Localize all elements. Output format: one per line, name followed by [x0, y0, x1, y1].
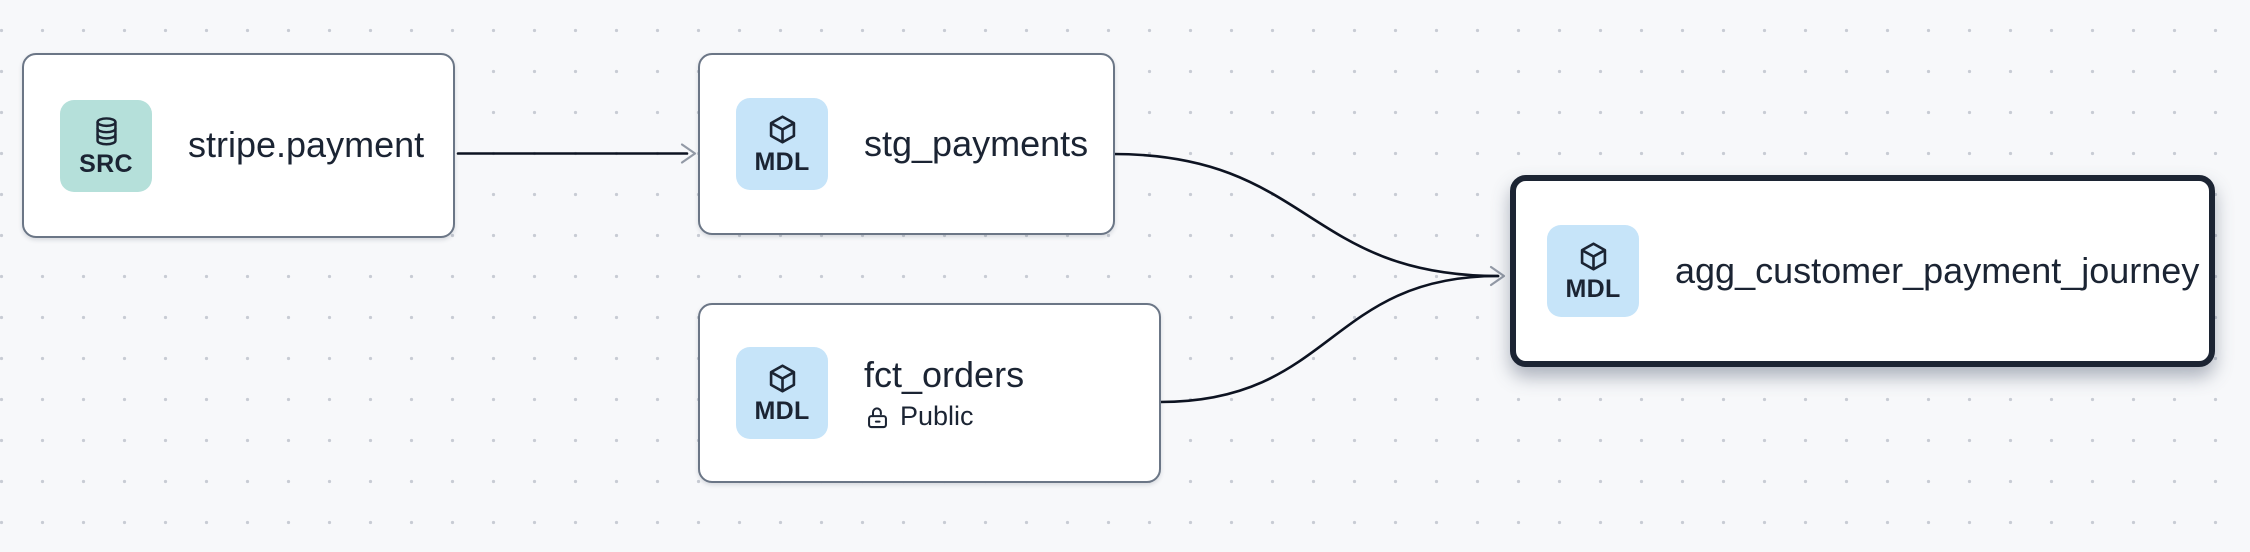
- badge-label: MDL: [754, 148, 810, 176]
- access-label: Public: [900, 401, 974, 432]
- model-badge: MDL: [736, 347, 828, 439]
- access-tag: Public: [864, 402, 1024, 432]
- arrowhead-icon: [680, 143, 697, 164]
- badge-label: MDL: [754, 397, 810, 425]
- node-title: stg_payments: [864, 122, 1089, 164]
- cube-icon: [769, 364, 795, 393]
- edge-fct-orders-to-agg: [1158, 274, 1500, 404]
- cube-icon: [1580, 242, 1606, 271]
- source-badge: SRC: [60, 99, 152, 192]
- edge-stg-payments-to-agg: [1111, 152, 1500, 278]
- badge-label: SRC: [79, 149, 133, 178]
- badge-label: MDL: [1565, 275, 1621, 303]
- node-title: fct_orders: [864, 353, 1025, 395]
- node-title: agg_customer_payment_journey: [1675, 249, 2200, 291]
- arrowhead-icon: [1489, 265, 1506, 287]
- lock-open-icon: [868, 407, 887, 428]
- node-agg-customer-payment-journey[interactable]: MDL agg_customer_payment_journey: [1510, 175, 2215, 367]
- model-badge: MDL: [736, 98, 828, 190]
- cube-icon: [769, 115, 795, 144]
- database-icon: [95, 116, 117, 146]
- node-stripe-payment[interactable]: SRC stripe.payment: [22, 53, 455, 238]
- node-title: stripe.payment: [188, 124, 425, 166]
- model-badge: MDL: [1547, 225, 1639, 317]
- node-stg-payments[interactable]: MDL stg_payments: [698, 53, 1115, 235]
- node-fct-orders[interactable]: MDL fct_orders Public: [698, 303, 1161, 483]
